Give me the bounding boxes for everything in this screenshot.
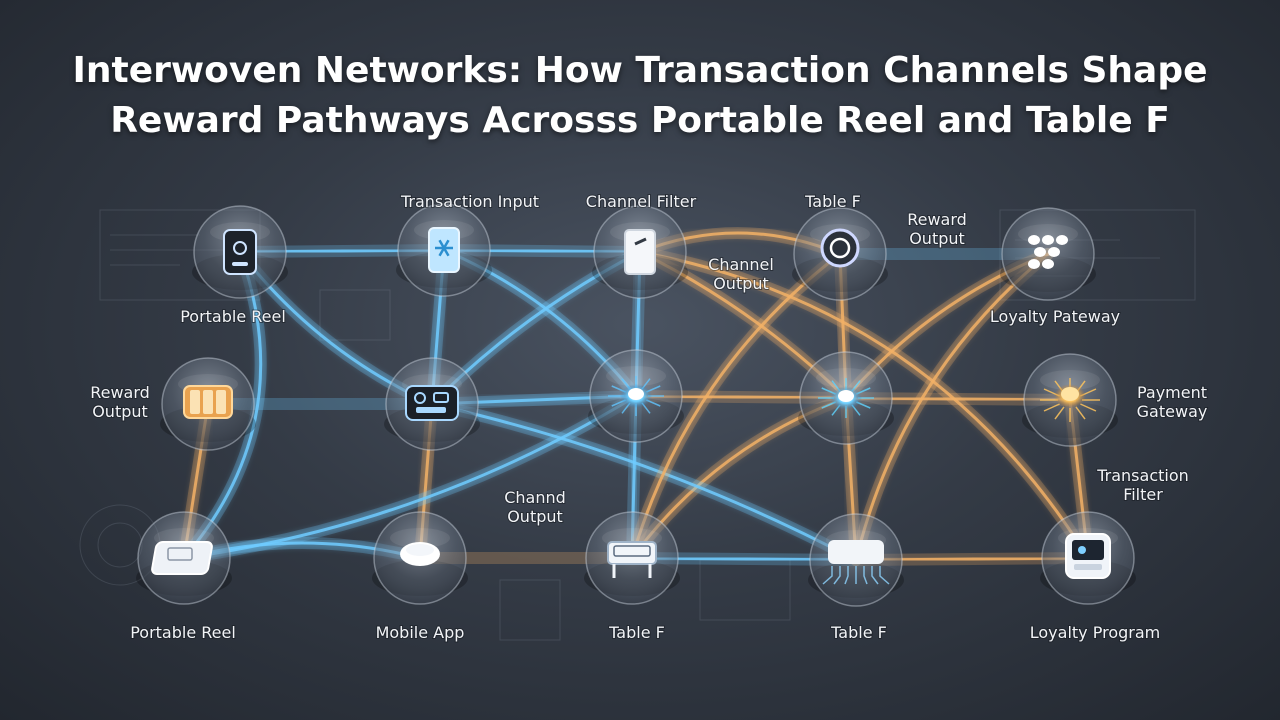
- chip-hub-icon: [608, 376, 664, 416]
- n-payment-gateway[interactable]: [1022, 353, 1118, 447]
- n-loyalty-program[interactable]: [1040, 511, 1136, 605]
- n-reel-top[interactable]: [192, 205, 288, 299]
- circuit-pad-icon: [822, 540, 890, 585]
- reel-slots-icon: [183, 385, 233, 419]
- title-line-2: Reward Pathways Acrosss Portable Reel an…: [110, 100, 1170, 141]
- n-tx-input-label: Transaction Input: [400, 192, 539, 211]
- n-reel-bottom[interactable]: [136, 511, 232, 605]
- n-mobile-app-label: Mobile App: [376, 623, 465, 642]
- node-labels: Portable Reel Transaction Input Channel Fi…: [89, 191, 1208, 643]
- n-loyalty-pateway-base: [1001, 207, 1095, 301]
- card-reader-icon: [151, 541, 213, 575]
- tablet-snowflake-icon: [428, 227, 460, 273]
- phone-device-icon: [223, 229, 257, 275]
- n-table-f-top[interactable]: [792, 207, 888, 301]
- n-reel-top-label: Portable Reel: [180, 307, 286, 326]
- link-n-reel-bottom-n-hub-blue: [178, 390, 642, 564]
- link-n-control-panel-n-table-f-b: [426, 398, 862, 566]
- n-channel-filter-label: Channel Filter: [586, 192, 697, 211]
- n-table-f-a[interactable]: [584, 511, 680, 605]
- n-tx-input[interactable]: [396, 203, 492, 297]
- coin-circle-icon: [820, 228, 860, 268]
- n-hub-blue[interactable]: [588, 349, 684, 443]
- n-table-f-top-label: Table F: [804, 192, 861, 211]
- title-line-1: Interwoven Networks: How Transaction Cha…: [72, 50, 1208, 91]
- n-table-f-b[interactable]: [808, 513, 904, 607]
- n-reel-bottom-label: Portable Reel: [130, 623, 236, 642]
- n-loyalty-program-label: Loyalty Program: [1030, 623, 1160, 642]
- n-table-f-b-label: Table F: [830, 623, 887, 642]
- link-n-loyalty-pateway-n-table-f-b: [850, 248, 1054, 566]
- circuit-hub-icon: [818, 378, 874, 418]
- n-hub-center[interactable]: [798, 351, 894, 445]
- terminal-icon: [1065, 533, 1111, 579]
- n-loyalty-pateway[interactable]: [1000, 207, 1096, 301]
- n-channel-filter[interactable]: [592, 205, 688, 299]
- link-n-channel-filter-n-loyalty-program: [634, 246, 1094, 564]
- table-icon: [607, 541, 657, 578]
- n-loyalty-pateway-label: Loyalty Pateway: [990, 307, 1120, 326]
- control-panel-icon: [405, 385, 459, 421]
- card-device-icon: [624, 229, 656, 275]
- n-table-f-a-label: Table F: [608, 623, 665, 642]
- link-n-table-f-top-n-table-f-a: [626, 248, 846, 564]
- n-mobile-app[interactable]: [372, 511, 468, 605]
- network-nodes: [136, 203, 1136, 607]
- page-title: Interwoven Networks: How Transaction Cha…: [0, 46, 1280, 146]
- n-reward-output-left[interactable]: [160, 357, 256, 451]
- token-grid-icon: [1028, 235, 1068, 269]
- puck-icon: [400, 542, 440, 566]
- n-control-panel[interactable]: [384, 357, 480, 451]
- n-mobile-app-highlight: [390, 528, 450, 548]
- golden-chip-icon: [1040, 378, 1100, 422]
